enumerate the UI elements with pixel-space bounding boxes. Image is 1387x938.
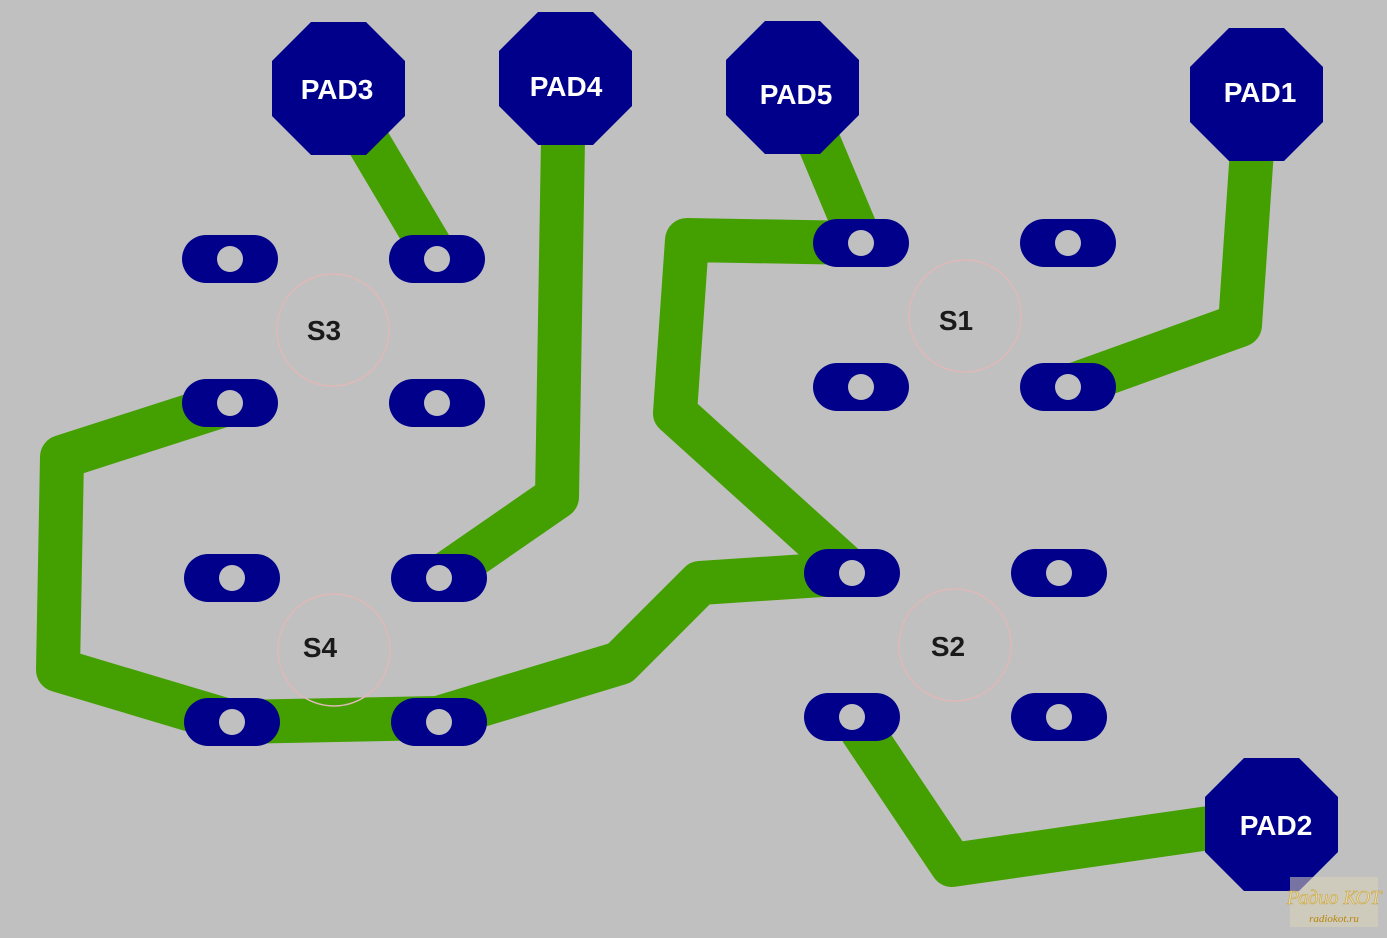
pad-s3-tr[interactable] bbox=[389, 235, 485, 283]
pad5-label: PAD5 bbox=[760, 79, 833, 110]
octagon-pads: PAD3 PAD4 PAD5 PAD1 PAD2 bbox=[272, 12, 1338, 891]
pad-s1-br[interactable] bbox=[1020, 363, 1116, 411]
pad-s4-bl[interactable] bbox=[184, 698, 280, 746]
pad-s4-br[interactable] bbox=[391, 698, 487, 746]
pad-s2-tr[interactable] bbox=[1011, 549, 1107, 597]
pad-s1-tl[interactable] bbox=[813, 219, 909, 267]
pad4[interactable]: PAD4 bbox=[499, 12, 632, 145]
pad4-octagon bbox=[499, 12, 632, 145]
switch-label-s2: S2 bbox=[931, 631, 965, 662]
switch-outline-s3 bbox=[276, 273, 390, 387]
pad-s4-tr[interactable] bbox=[391, 554, 487, 602]
watermark-background bbox=[1290, 877, 1378, 927]
trace-pad1-s1 bbox=[1046, 128, 1274, 409]
watermark-url: radiokot.ru bbox=[1309, 913, 1359, 925]
pad1-octagon bbox=[1190, 28, 1323, 161]
switch-label-s3: S3 bbox=[307, 315, 341, 346]
trace-pad2-s2 bbox=[830, 694, 1252, 887]
trace-pad4-s4 bbox=[418, 118, 585, 600]
pad2-octagon bbox=[1205, 758, 1338, 891]
switch-outline-s2 bbox=[898, 588, 1012, 702]
pad2[interactable]: PAD2 bbox=[1205, 758, 1338, 891]
pad5[interactable]: PAD5 bbox=[726, 21, 859, 154]
pad3[interactable]: PAD3 bbox=[272, 22, 405, 155]
switch-pads bbox=[182, 219, 1116, 746]
trace-s3-s4 bbox=[36, 381, 874, 744]
pad-s4-tl[interactable] bbox=[184, 554, 280, 602]
pad-s3-tl[interactable] bbox=[182, 235, 278, 283]
pad2-label: PAD2 bbox=[1240, 810, 1313, 841]
pad-s1-bl[interactable] bbox=[813, 363, 909, 411]
switch-label-s4: S4 bbox=[303, 632, 338, 663]
pad4-label: PAD4 bbox=[530, 71, 603, 102]
pad1[interactable]: PAD1 bbox=[1190, 28, 1323, 161]
switch-outline-s1 bbox=[908, 259, 1022, 373]
pad-s3-br[interactable] bbox=[389, 379, 485, 427]
pad-s2-br[interactable] bbox=[1011, 693, 1107, 741]
pad-s2-bl[interactable] bbox=[804, 693, 900, 741]
pad-s3-bl[interactable] bbox=[182, 379, 278, 427]
switch-outlines bbox=[276, 259, 1022, 707]
pad3-octagon bbox=[272, 22, 405, 155]
watermark: Радио КОТ radiokot.ru bbox=[1285, 877, 1383, 927]
trace-s1-s2 bbox=[653, 218, 882, 595]
switch-labels: S3 S1 S4 S2 bbox=[303, 305, 973, 663]
pad5-octagon bbox=[726, 21, 859, 154]
pad1-label: PAD1 bbox=[1224, 77, 1297, 108]
switch-label-s1: S1 bbox=[939, 305, 973, 336]
pad-s1-tr[interactable] bbox=[1020, 219, 1116, 267]
pad-s2-tl[interactable] bbox=[804, 549, 900, 597]
watermark-title: Радио КОТ bbox=[1286, 887, 1383, 909]
pad3-label: PAD3 bbox=[301, 74, 374, 105]
traces bbox=[36, 106, 1274, 887]
switch-outline-s4 bbox=[277, 593, 391, 707]
